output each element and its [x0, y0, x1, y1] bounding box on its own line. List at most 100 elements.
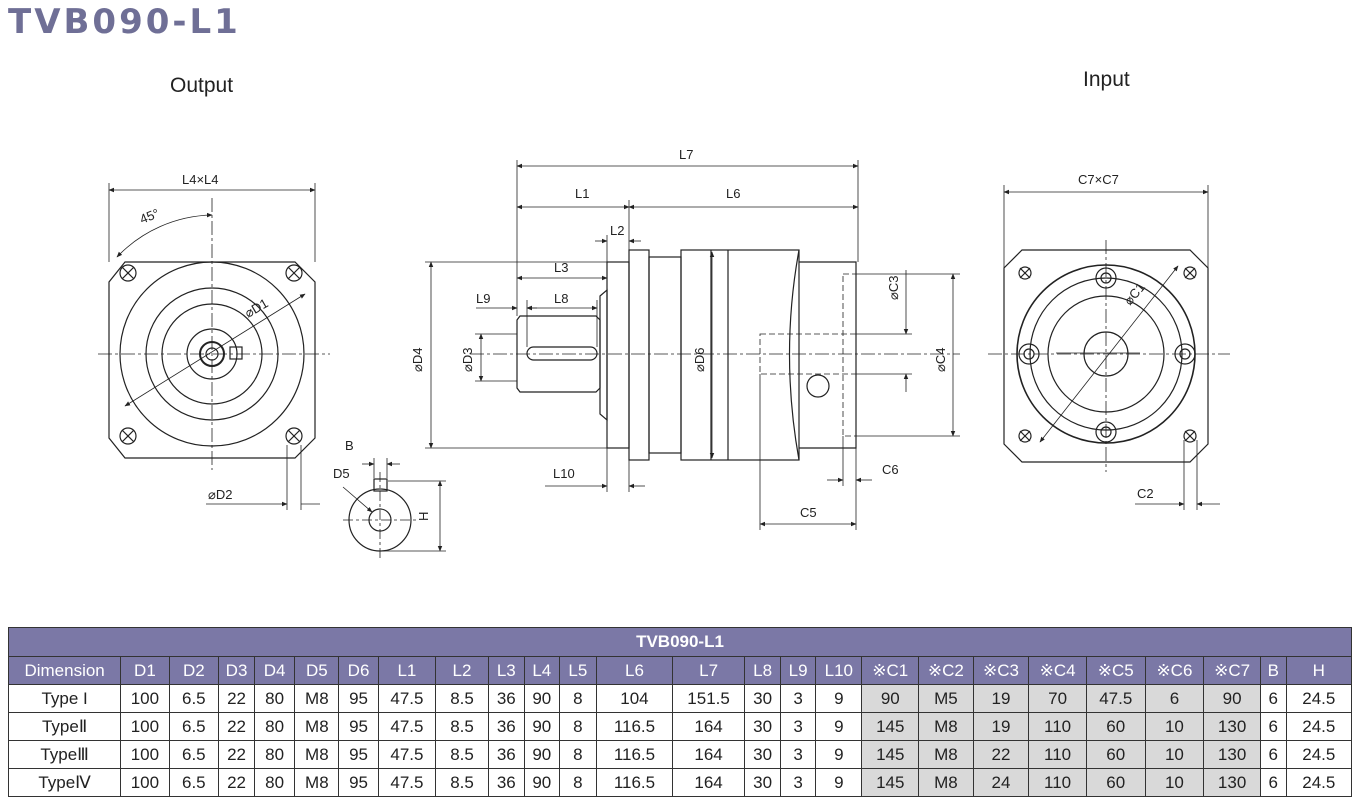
table-cell: 3 — [780, 768, 817, 797]
table-cell: 6 — [1259, 740, 1287, 769]
table-cell: M8 — [294, 684, 340, 713]
table-cell: 9 — [815, 684, 863, 713]
table-cell: 47.5 — [1085, 684, 1146, 713]
table-cell: 110 — [1028, 712, 1087, 741]
column-header: H — [1285, 656, 1353, 685]
output-bolt-hole — [119, 427, 137, 445]
dim-label-d2: ⌀D2 — [208, 487, 232, 502]
table-cell: 3 — [780, 684, 817, 713]
table-cell: 8 — [558, 740, 597, 769]
output-bolt-hole — [119, 264, 137, 282]
table-cell: 9 — [815, 740, 863, 769]
table-cell: 6 — [1259, 768, 1287, 797]
dim-label-l1: L1 — [575, 186, 589, 201]
table-cell: M8 — [294, 768, 340, 797]
table-cell: 110 — [1028, 740, 1087, 769]
row-type-label: TypeⅡ — [7, 712, 122, 741]
table-cell: 60 — [1085, 768, 1146, 797]
table-cell: 60 — [1085, 712, 1146, 741]
table-cell: 30 — [744, 712, 782, 741]
column-header: L5 — [558, 656, 597, 685]
column-header: D1 — [120, 656, 170, 685]
dim-label-l2: L2 — [610, 223, 624, 238]
column-header: L2 — [435, 656, 489, 685]
table-cell: 8 — [558, 684, 597, 713]
table-cell: 24 — [972, 768, 1030, 797]
table-cell: 164 — [672, 712, 746, 741]
table-cell: 130 — [1203, 740, 1261, 769]
table-cell: 6.5 — [168, 712, 220, 741]
table-cell: 8.5 — [435, 684, 489, 713]
dim-label-d3: ⌀D3 — [460, 348, 475, 372]
column-header: ※C1 — [861, 656, 920, 685]
row-type-label: TypeⅣ — [7, 768, 122, 797]
output-view — [98, 183, 330, 510]
table-cell: 10 — [1144, 712, 1205, 741]
dim-label-d4: ⌀D4 — [410, 348, 425, 372]
table-cell: 164 — [672, 740, 746, 769]
table-cell: 95 — [338, 740, 379, 769]
dim-label-d5: D5 — [333, 466, 350, 481]
table-cell: M8 — [294, 740, 340, 769]
column-header: L8 — [744, 656, 782, 685]
dim-label-c6: C6 — [882, 462, 899, 477]
dim-label-c3: ⌀C3 — [886, 276, 901, 300]
table-cell: 3 — [780, 712, 817, 741]
table-cell: 22 — [972, 740, 1030, 769]
dim-label-l10: L10 — [553, 466, 575, 481]
dim-label-h: H — [416, 512, 431, 521]
table-cell: 90 — [861, 684, 920, 713]
table-cell: M8 — [918, 768, 974, 797]
table-cell: 90 — [523, 768, 560, 797]
table-cell: 60 — [1085, 740, 1146, 769]
table-cell: 36 — [487, 768, 525, 797]
table-cell: 6 — [1144, 684, 1205, 713]
table-cell: 30 — [744, 768, 782, 797]
dim-label-l8: L8 — [554, 291, 568, 306]
column-header: D4 — [254, 656, 296, 685]
column-header: D6 — [338, 656, 379, 685]
table-cell: 151.5 — [672, 684, 746, 713]
page-title: TVB090-L1 — [8, 2, 241, 42]
side-view — [425, 160, 960, 530]
column-header: ※C6 — [1144, 656, 1205, 685]
table-cell: 30 — [744, 684, 782, 713]
output-view-label: Output — [170, 74, 234, 97]
table-cell: 80 — [254, 768, 296, 797]
dim-label-d6: ⌀D6 — [692, 348, 707, 372]
column-header: Dimension — [7, 656, 122, 685]
table-cell: 10 — [1144, 740, 1205, 769]
table-cell: 22 — [218, 684, 256, 713]
column-header: L10 — [815, 656, 863, 685]
output-bolt-hole — [285, 427, 303, 445]
table-cell: M8 — [294, 712, 340, 741]
column-header: L1 — [377, 656, 437, 685]
table-cell: 22 — [218, 712, 256, 741]
table-cell: 8.5 — [435, 768, 489, 797]
table-cell: 6.5 — [168, 768, 220, 797]
dim-label-l7: L7 — [679, 147, 693, 162]
table-cell: 30 — [744, 740, 782, 769]
table-cell: 22 — [218, 768, 256, 797]
table-caption: TVB090-L1 — [8, 627, 1352, 657]
table-cell: 90 — [523, 712, 560, 741]
table-cell: 24.5 — [1285, 712, 1353, 741]
dim-label-l6: L6 — [726, 186, 740, 201]
table-cell: 47.5 — [377, 712, 437, 741]
dim-label-b: B — [345, 438, 354, 453]
table-cell: 130 — [1203, 712, 1261, 741]
table-cell: 6.5 — [168, 740, 220, 769]
dim-label-l9: L9 — [476, 291, 490, 306]
table-cell: 8 — [558, 712, 597, 741]
table-cell: 36 — [487, 684, 525, 713]
table-cell: 116.5 — [595, 768, 674, 797]
input-view — [988, 185, 1230, 510]
column-header: L3 — [487, 656, 525, 685]
column-header: D5 — [294, 656, 340, 685]
table-cell: 100 — [120, 712, 170, 741]
table-cell: 95 — [338, 712, 379, 741]
